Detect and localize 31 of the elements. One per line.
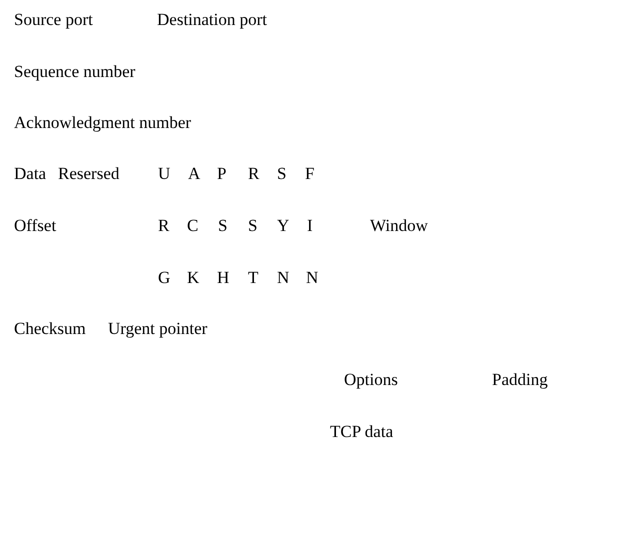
flag-letter: S	[277, 164, 286, 184]
field-label: TCP data	[330, 422, 394, 442]
field-label: Destination port	[157, 10, 268, 30]
flag-letter: N	[277, 268, 290, 288]
flag-letter: U	[158, 164, 170, 184]
flag-letter: Y	[277, 216, 290, 236]
flag-letter: K	[187, 268, 200, 288]
flag-letter: C	[187, 216, 198, 236]
field-label: Resersed	[58, 164, 120, 184]
field-label: Acknowledgment number	[14, 113, 192, 133]
flag-letter: R	[248, 164, 260, 184]
field-label: Checksum	[14, 319, 86, 339]
field-label: Window	[370, 216, 428, 236]
flag-letter: S	[248, 216, 258, 236]
flag-letter: I	[307, 216, 313, 236]
flag-letter: G	[158, 268, 170, 288]
flag-letter: H	[217, 268, 230, 288]
flag-letter: F	[305, 164, 314, 184]
field-label: Padding	[492, 370, 548, 390]
field-label: Urgent pointer	[108, 319, 208, 339]
field-label: Data	[14, 164, 46, 184]
flag-letter: R	[158, 216, 170, 236]
flag-letter: S	[218, 216, 228, 236]
flag-letter: A	[188, 164, 200, 184]
flag-letter: N	[306, 268, 318, 288]
field-label: Source port	[14, 10, 93, 30]
field-label: Sequence number	[14, 62, 136, 82]
field-label: Options	[344, 370, 398, 390]
flag-letter: T	[248, 268, 258, 288]
field-label: Offset	[14, 216, 56, 236]
flag-letter: P	[217, 164, 226, 184]
